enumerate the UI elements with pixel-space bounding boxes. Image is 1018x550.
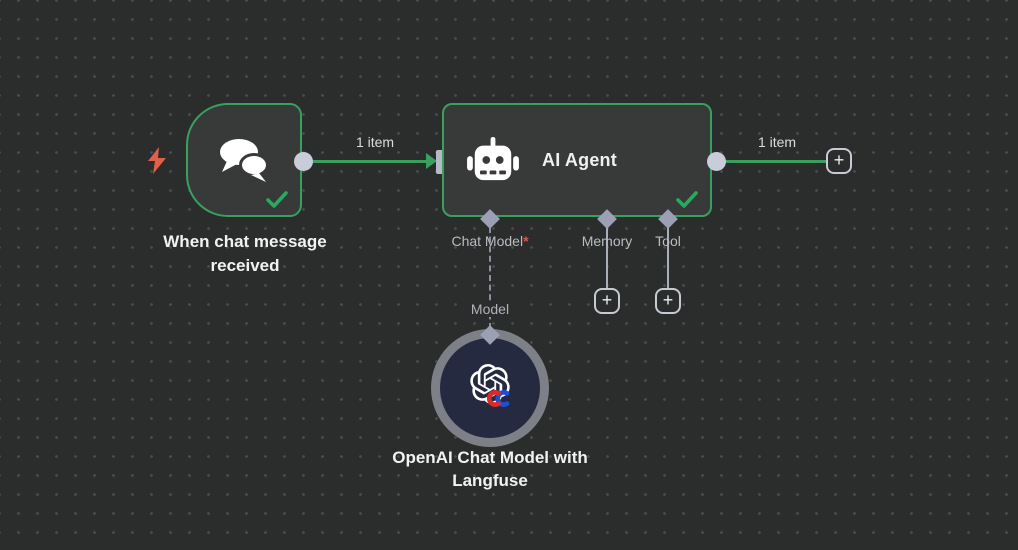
connection-memory	[606, 227, 608, 289]
plus-icon: +	[833, 150, 845, 170]
add-node-button[interactable]: +	[826, 148, 852, 174]
lightning-bolt-icon	[147, 147, 167, 179]
trigger-output-endpoint[interactable]	[294, 152, 313, 171]
input-label-text: Chat Model	[451, 233, 524, 249]
agent-input-label-chat-model: Chat Model*	[420, 233, 560, 249]
node-title: AI Agent	[542, 149, 617, 170]
connection-items-count: 1 item	[757, 134, 797, 150]
node-openai-chat-model[interactable]	[431, 329, 549, 447]
agent-input-endpoint[interactable]	[436, 150, 446, 174]
plus-icon: +	[601, 290, 613, 310]
chat-bubbles-icon	[220, 139, 269, 182]
required-asterisk: *	[523, 233, 529, 249]
connection-agent-to-add	[725, 160, 826, 163]
node-title: When chat message received	[163, 232, 327, 275]
model-connection-label: Model	[461, 301, 519, 317]
check-icon	[266, 191, 288, 208]
node-ai-agent[interactable]: AI Agent	[442, 103, 712, 217]
agent-output-endpoint[interactable]	[707, 152, 726, 171]
add-memory-button[interactable]: +	[594, 288, 620, 314]
agent-input-label-memory: Memory	[581, 233, 633, 249]
node-chat-trigger[interactable]	[186, 103, 302, 217]
plus-icon: +	[662, 290, 674, 310]
check-icon	[676, 191, 698, 208]
add-tool-button[interactable]: +	[655, 288, 681, 314]
openai-node-body	[440, 338, 540, 438]
connection-tool	[667, 227, 669, 289]
connection-chat-model-dashed	[489, 227, 491, 329]
langfuse-icon	[486, 390, 510, 407]
agent-input-label-tool: Tool	[655, 233, 681, 249]
connection-items-count: 1 item	[355, 134, 395, 150]
connection-trigger-to-agent	[311, 160, 428, 163]
connection-arrow-icon	[426, 153, 437, 169]
robot-icon	[467, 136, 519, 181]
node-title: OpenAI Chat Model with Langfuse	[392, 448, 588, 490]
